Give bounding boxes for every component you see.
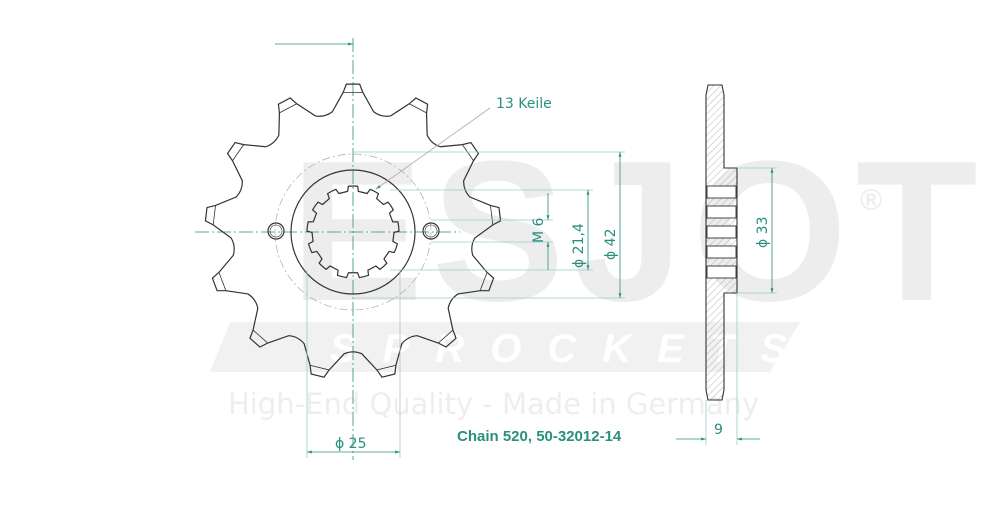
spline-count-label: 13 Keile [496, 96, 552, 112]
spline-groove [706, 265, 737, 279]
width-dim: 9 [714, 422, 723, 438]
tooth-chamfer [218, 272, 227, 291]
spline-groove [706, 245, 737, 259]
bolt-circle [274, 153, 432, 311]
watermark-brand: ESJOT [290, 120, 986, 343]
watermark-sub: SPROCKETS [330, 327, 813, 371]
hub-circle [290, 169, 416, 295]
tooth-chamfer [462, 144, 474, 161]
bolt-thread-dim: M 6 [531, 217, 547, 243]
tooth-chamfer [409, 103, 427, 114]
spline-bore [306, 185, 400, 279]
watermark: ESJOT ® SPROCKETS High-End Quality - Mad… [210, 120, 986, 421]
tooth-chamfer [479, 272, 488, 291]
tooth-chamfer [309, 364, 330, 371]
spline-diameter-dim: ϕ 21,4 [571, 223, 587, 268]
bore-diameter-dim: ϕ 25 [335, 436, 367, 452]
side-hub-diameter-dim: ϕ 33 [755, 217, 771, 249]
tooth-chamfer [252, 329, 268, 344]
tooth-chamfer [438, 329, 454, 344]
tooth-chamfer [212, 205, 216, 225]
spline-groove [706, 205, 737, 219]
tooth-chamfer [490, 205, 494, 225]
tooth-chamfer [279, 103, 297, 114]
spline-groove [706, 185, 737, 199]
tooth-chamfers [212, 91, 494, 371]
spline-groove [706, 225, 737, 239]
sprocket-profile [204, 83, 502, 378]
watermark-registered: ® [860, 184, 882, 217]
tooth-chamfer [232, 144, 244, 161]
dimension-lines [275, 42, 625, 458]
tooth-chamfer [376, 364, 397, 371]
watermark-tagline: High-End Quality - Made in Germany [228, 387, 759, 421]
part-caption: Chain 520, 50-32012-14 [457, 428, 622, 445]
hub-diameter-dim: ϕ 42 [603, 229, 619, 261]
side-view: ϕ 33 9 [676, 84, 777, 445]
bolt-holes [267, 222, 440, 240]
center-lines [195, 38, 460, 460]
